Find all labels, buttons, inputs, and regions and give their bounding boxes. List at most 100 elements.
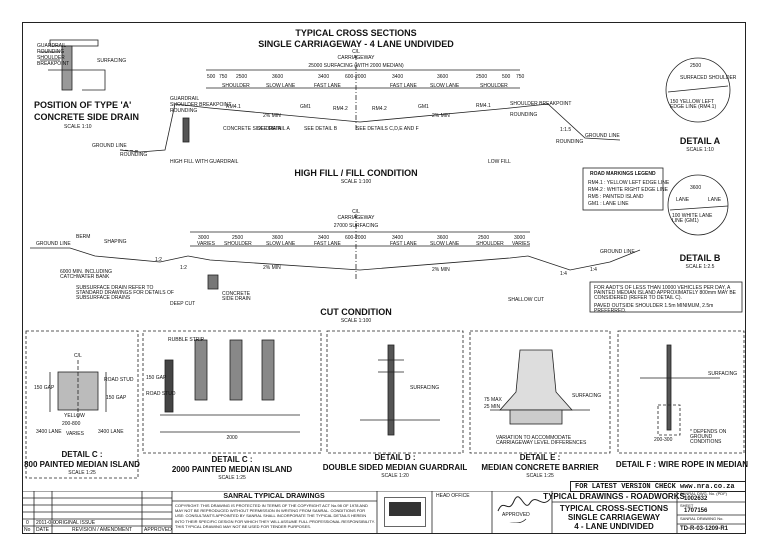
fill-note-guardrail: GUARDRAIL <box>170 96 200 102</box>
cut-dim-2: 3600 <box>272 235 284 241</box>
cut-note-box-0: FOR AADT'S OF LESS THAN 10000 VEHICLES P… <box>594 285 736 301</box>
detail-c2-subtitle: 2000 PAINTED MEDIAN ISLAND <box>171 465 293 474</box>
detail-e-scale: SCALE 1:25 <box>526 473 554 479</box>
detail-b-label-2: LANE <box>708 197 722 203</box>
fill-slope-0: 2% MIN <box>263 113 281 119</box>
cut-note-subsurface: SUBSURFACE DRAIN REFER TO STANDARD DRAWI… <box>76 285 174 301</box>
title-block: 2011-0-0 0 ORIGINAL ISSUE No DATE REVISI… <box>22 491 746 534</box>
side-drain-label-surfacing: SURFACING <box>97 58 127 64</box>
tb-copyright: COPYRIGHT: THIS DRAWING IS PROTECTED IN … <box>175 503 375 529</box>
fill-dim-7: 3600 <box>437 74 449 80</box>
cut-title: CUT CONDITION <box>320 307 392 317</box>
cut-note-ground-line: GROUND LINE <box>36 241 71 247</box>
fill-dim-3: 3600 <box>272 74 284 80</box>
rev-header-revision: REVISION / AMENDMENT <box>72 527 133 533</box>
cut-note-deep-cut: DEEP CUT <box>170 301 196 307</box>
fill-surfacing-dim: 25000 SURFACING (WITH 2000 MEDIAN) <box>308 63 404 69</box>
detail-c1-label-0: C/L <box>74 353 82 359</box>
side-drain-title2: CONCRETE SIDE DRAIN <box>34 112 140 122</box>
detail-d-scale: SCALE 1:20 <box>381 473 409 479</box>
fill-dim-6: 3400 <box>392 74 404 80</box>
detail-e-box <box>469 330 611 454</box>
detail-b-title: DETAIL B <box>679 253 721 263</box>
detail-d-subtitle: DOUBLE SIDED MEDIAN GUARDRAIL <box>322 463 468 472</box>
tb-drawing-group: TYPICAL DRAWINGS - ROADWORKS <box>543 492 685 501</box>
cut-slope-2: 2% MIN <box>263 265 281 271</box>
cut-slope-4: 1:4 <box>560 271 567 277</box>
detail-c2-label-1: 150 GAP <box>146 375 167 381</box>
detail-c2-scale: SCALE 1:25 <box>218 475 246 481</box>
fill-dim-0: 500 <box>207 74 216 80</box>
rev-row-date: 2011-0-0 <box>36 520 56 526</box>
detail-a-label-0: 2500 <box>690 63 702 69</box>
detail-c1-scale: SCALE 1:25 <box>68 470 96 476</box>
detail-c1-label-4: YELLOW <box>64 413 85 419</box>
cut-right-slope <box>527 249 641 271</box>
legend-item-1: RM4.2 : WHITE RIGHT EDGE LINE <box>588 187 668 193</box>
cut-dim-3: 3400 <box>318 235 330 241</box>
detail-e-title: DETAIL E : <box>519 453 561 462</box>
detail-d-title: DETAIL D : <box>374 453 416 462</box>
rev-row-no: 0 <box>26 520 29 526</box>
detail-d-post <box>387 344 395 436</box>
cut-dim-5: 3400 <box>392 235 404 241</box>
detail-c1-subtitle: 800 PAINTED MEDIAN ISLAND <box>24 460 140 469</box>
cut-lane-1: SHOULDER <box>224 241 252 247</box>
cut-dim-4: 600-2000 <box>345 235 367 241</box>
fill-note-right-breakpoint: SHOULDER BREAKPOINT <box>510 101 572 107</box>
fill-marking-5: RM4.1 <box>476 103 491 109</box>
cut-road-surface <box>187 255 529 271</box>
cut-cl: C/L <box>352 209 360 215</box>
side-drain-surfacing <box>49 39 99 47</box>
detail-e-label-0: SURFACING <box>572 393 602 399</box>
latest-version-text: FOR LATEST VERSION CHECK www.nra.co.za <box>575 483 735 491</box>
tb-sanral-no: 1002632 <box>684 496 708 502</box>
detail-a-title: DETAIL A <box>679 136 721 146</box>
fill-dim-4: 3400 <box>318 74 330 80</box>
fill-scale: SCALE 1:100 <box>340 179 372 185</box>
side-drain-label-rounding: ROUNDING <box>37 49 65 55</box>
cut-dim-6: 3600 <box>437 235 449 241</box>
tb-sanral-no-label: SANRAL DWG. No. (PDF) <box>680 491 727 496</box>
drawing-sheet <box>22 22 746 534</box>
fill-slope-1: 2% MIN <box>432 113 450 119</box>
detail-b-label-0: 3600 <box>690 185 702 191</box>
tb-head-office: HEAD OFFICE <box>436 493 470 499</box>
legend-title: ROAD MARKINGS LEGEND <box>590 171 656 177</box>
detail-f-label-2: * DEPENDS ON GROUND CONDITIONS <box>690 429 727 445</box>
detail-c1-label-2: ROAD STUD <box>104 377 134 383</box>
legend-item-0: RM4.1 : YELLOW LEFT EDGE LINE <box>588 180 670 186</box>
detail-c1-label-3: 150 GAP <box>106 395 127 401</box>
cut-left-slope <box>30 247 189 263</box>
detail-c2-rubble-strip <box>164 359 174 413</box>
cut-dim-8: 3000 <box>514 235 526 241</box>
cut-dim-0: 3000 <box>198 235 210 241</box>
cut-lane-5: SLOW LANE <box>430 241 460 247</box>
sanral-logo <box>384 497 426 527</box>
cut-note-box-1: PAVED OUTSIDE SHOULDER 1.5m MINIMUM, 2.5… <box>594 303 714 314</box>
cut-dim-7: 2500 <box>478 235 490 241</box>
fill-dim-5: 600-2000 <box>345 74 367 80</box>
side-drain-post <box>61 45 73 91</box>
tb-drawing-no: TD-R-03-1209-R1 <box>680 526 729 532</box>
fill-lane-3: FAST LANE <box>390 83 417 89</box>
cut-note-shaping: SHAPING <box>104 239 127 245</box>
cut-note-ground-line-right: GROUND LINE <box>600 249 635 255</box>
fill-note-high-fill: HIGH FILL WITH GUARDRAIL <box>170 159 239 165</box>
fill-note-ground-line: GROUND LINE <box>92 143 127 149</box>
fill-note-details-cdef: SEE DETAILS C,D,E AND F <box>356 126 419 132</box>
fill-note-rounding-low: ROUNDING <box>120 152 148 158</box>
side-drain-label-shoulder: SHOULDER <box>37 55 65 61</box>
fill-slope-2: 1:1.5 <box>560 127 572 133</box>
cut-lane-3: FAST LANE <box>314 241 341 247</box>
fill-title: HIGH FILL / FILL CONDITION <box>294 168 418 178</box>
title-block-lines <box>22 491 746 534</box>
legend-box <box>582 167 664 211</box>
detail-b-label-3: 100 WHITE LANE LINE (GM1) <box>672 213 713 224</box>
detail-e-label-2: 25 MIN <box>484 404 501 410</box>
cut-surfacing-dim: 27000 SURFACING <box>333 223 379 229</box>
detail-c1-label-7: VARIES <box>66 431 84 437</box>
cut-slope-5: 1:4 <box>590 267 597 273</box>
detail-a-circle <box>665 57 731 123</box>
